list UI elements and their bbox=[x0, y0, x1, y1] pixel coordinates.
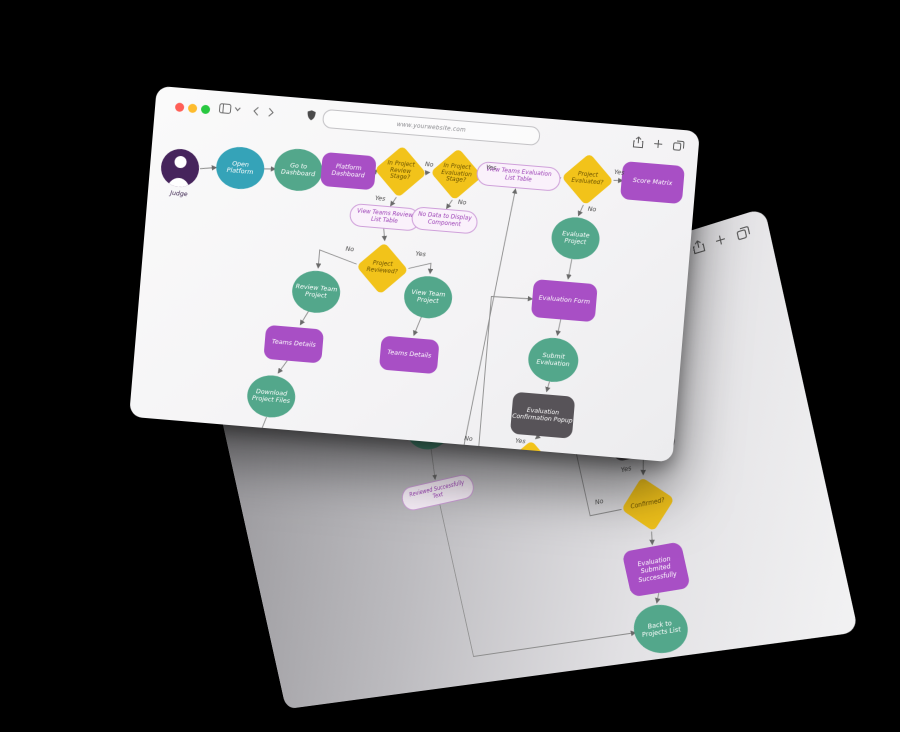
forward-icon[interactable] bbox=[268, 107, 275, 117]
minimize-window-button[interactable] bbox=[187, 103, 198, 114]
edge-label-no: No bbox=[594, 497, 605, 507]
sidebar-icon[interactable] bbox=[218, 103, 232, 114]
share-icon[interactable] bbox=[691, 238, 706, 255]
node-score-matrix: Score Matrix bbox=[620, 161, 685, 205]
close-window-button[interactable] bbox=[174, 102, 185, 113]
edge-label-no: No bbox=[587, 205, 597, 214]
node-view-team-project: View Team Project bbox=[402, 274, 454, 321]
tabs-icon[interactable] bbox=[672, 139, 685, 152]
node-teams-details-right: Teams Details bbox=[378, 335, 440, 375]
edge-label-no: No bbox=[345, 245, 355, 254]
edge-label-yes: Yes bbox=[485, 164, 497, 172]
node-no-data-to-display: No Data to Display Component bbox=[410, 206, 479, 235]
chevron-down-icon[interactable] bbox=[234, 106, 241, 112]
back-icon[interactable] bbox=[253, 106, 260, 116]
judge-avatar bbox=[159, 147, 201, 189]
edge-label-no: No bbox=[457, 198, 467, 207]
edge-label-yes: Yes bbox=[620, 464, 633, 475]
actor-label: Judge bbox=[169, 189, 188, 199]
shield-icon[interactable] bbox=[306, 109, 316, 121]
node-back-to-projects-list: Back to Projects List bbox=[629, 600, 693, 657]
node-review-team-project: Review Team Project bbox=[290, 268, 342, 315]
edge-label-yes: Yes bbox=[374, 194, 386, 203]
edge-label-no: No bbox=[424, 160, 434, 169]
node-submit-evaluation: Submit Evaluation bbox=[526, 335, 581, 384]
front-window: www.yourwebsite.com bbox=[129, 85, 700, 463]
node-evaluation-form: Evaluation Form bbox=[530, 279, 598, 323]
edge-label-yes: Yes bbox=[514, 437, 526, 446]
new-tab-icon[interactable] bbox=[652, 138, 664, 151]
node-reviewed-successfully-text: Reviewed Successfully Text bbox=[399, 472, 477, 513]
node-view-teams-review-list-table: View Teams Review List Table bbox=[348, 202, 421, 232]
node-confirmed: Confirmed? bbox=[616, 471, 681, 536]
share-icon[interactable] bbox=[632, 136, 644, 149]
node-download-project-files: Download Project Files bbox=[245, 373, 297, 420]
node-in-project-review-stage: In Project Review Stage? bbox=[372, 143, 428, 199]
node-open-platform: Open Platform bbox=[214, 145, 266, 191]
node-evaluation-confirmation-popup: Evaluation Confirmation Popup bbox=[509, 391, 576, 439]
edge-label-no: No bbox=[463, 435, 473, 443]
tabs-icon[interactable] bbox=[735, 224, 751, 241]
node-evaluate-project: Evaluate Project bbox=[549, 215, 602, 262]
node-platform-dashboard: Platform Dashboard bbox=[320, 151, 377, 191]
node-project-evaluated: Project Evaluated? bbox=[559, 151, 615, 207]
url-field[interactable]: www.yourwebsite.com bbox=[321, 108, 541, 146]
node-teams-details-left: Teams Details bbox=[263, 324, 325, 364]
node-evaluation-submitted: Evaluation Submited Successfully bbox=[621, 541, 691, 598]
edge-label-yes: Yes bbox=[415, 250, 427, 259]
edge-label-yes: Yes bbox=[613, 168, 625, 177]
node-go-to-dashboard: Go to Dashboard bbox=[272, 146, 324, 193]
node-project-reviewed: Project Reviewed? bbox=[354, 240, 410, 296]
browser-chrome: www.yourwebsite.com bbox=[154, 86, 700, 161]
zoom-window-button[interactable] bbox=[200, 104, 211, 115]
new-tab-icon[interactable] bbox=[713, 232, 728, 249]
